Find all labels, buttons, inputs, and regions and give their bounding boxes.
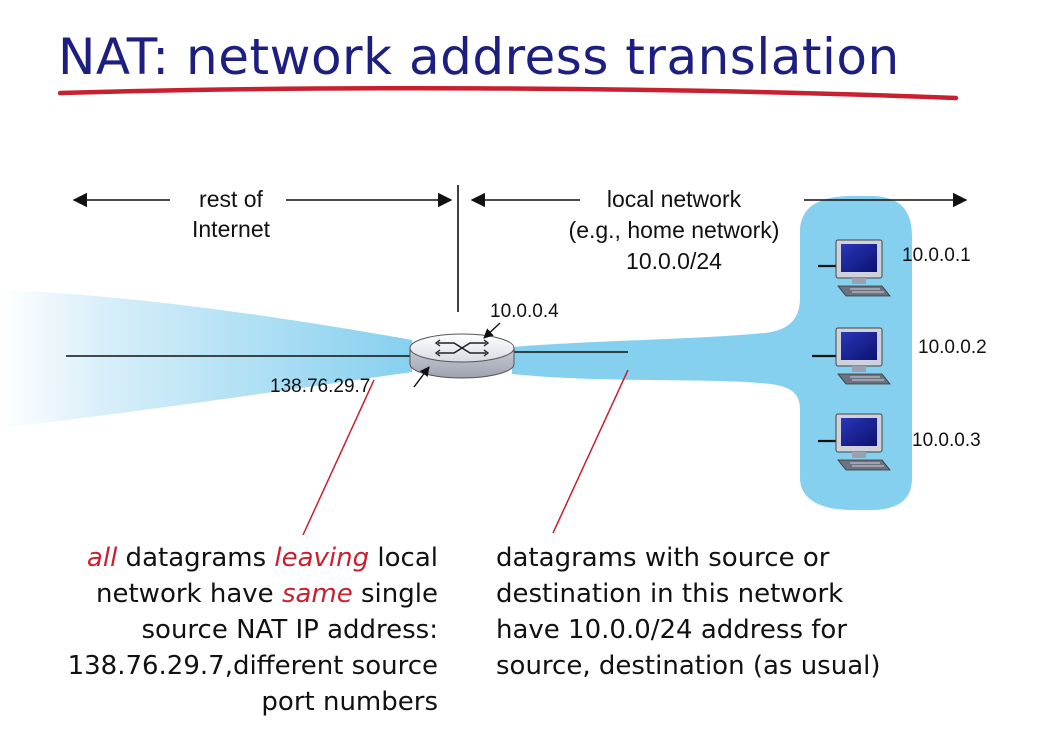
left-callout-line (302, 379, 375, 536)
emphasis-leaving: leaving (274, 543, 370, 573)
host-3-ip: 10.0.0.3 (912, 430, 981, 451)
left-note-line-5: port numbers (261, 687, 438, 717)
inside-ip-pointer (483, 322, 501, 339)
host-2-ip: 10.0.0.2 (918, 337, 987, 358)
title-underline (57, 86, 959, 101)
page-title: NAT: network address translation (58, 28, 900, 86)
internet-cloud (0, 290, 412, 428)
right-note-line-4: source, destination (as usual) (496, 651, 881, 681)
right-callout-line (552, 369, 629, 534)
nat-note-left: all datagrams leaving local network have… (18, 540, 438, 720)
left-note-line-4: 138.76.29.7,different source (67, 651, 438, 681)
local-network-label: local network (e.g., home network) 10.0.… (536, 184, 812, 277)
host-1-computer-icon (835, 239, 891, 297)
left-note-line-3: source NAT IP address: (141, 615, 439, 645)
internet-label-line-1: rest of (199, 186, 263, 212)
right-note-line-2: destination in this network (496, 579, 844, 609)
left-note-line-1: all datagrams leaving local (86, 543, 438, 573)
local-note-right: datagrams with source or destination in … (496, 540, 1036, 684)
host-1-ip: 10.0.0.1 (902, 245, 971, 266)
internet-region-label: rest of Internet (176, 184, 286, 244)
local-label-line-3: 10.0.0/24 (626, 248, 722, 274)
internet-label-line-2: Internet (192, 216, 270, 242)
right-note-line-3: have 10.0.0/24 address for (496, 615, 848, 645)
nat-router-icon (409, 333, 515, 379)
router-outside-ip: 138.76.29.7 (270, 376, 371, 397)
host-2-computer-icon (835, 327, 891, 385)
left-note-line-2: network have same single (96, 579, 438, 609)
local-label-line-2: (e.g., home network) (568, 217, 780, 243)
emphasis-all: all (86, 543, 118, 573)
emphasis-same: same (281, 579, 353, 609)
outside-ip-pointer (413, 366, 430, 388)
local-network-blob (512, 196, 912, 510)
router-inside-ip: 10.0.0.4 (490, 301, 559, 322)
right-note-line-1: datagrams with source or (496, 543, 830, 573)
host-3-computer-icon (835, 413, 891, 471)
local-label-line-1: local network (606, 186, 742, 212)
